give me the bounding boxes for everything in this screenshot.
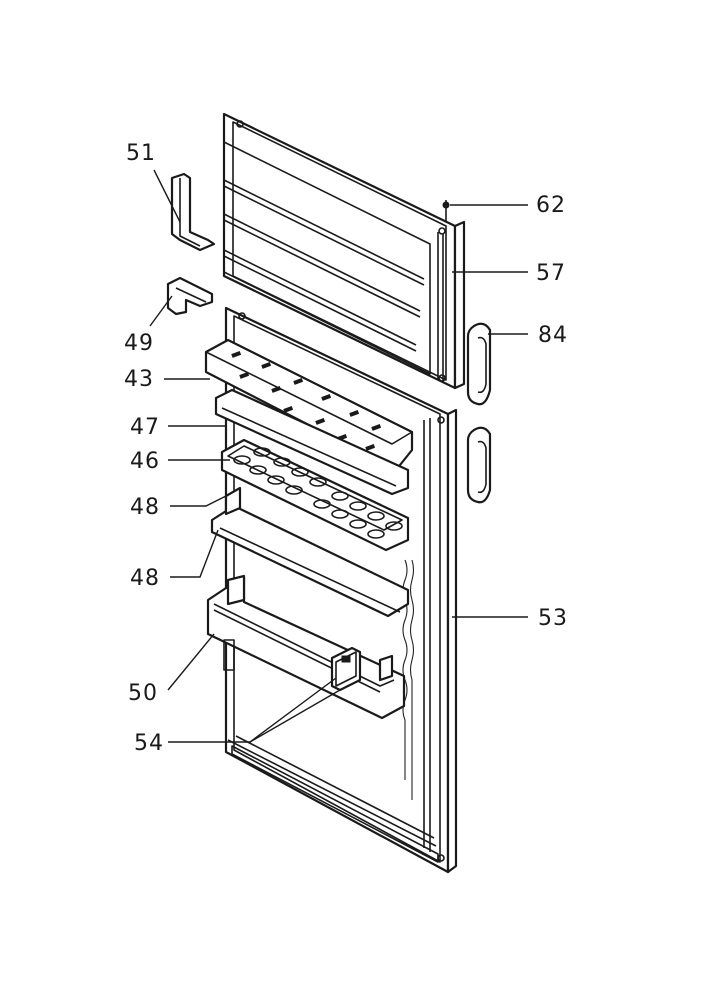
part-48-middle-shelf	[210, 486, 410, 618]
part-49-hinge-cover	[166, 276, 214, 316]
part-51-hinge-bracket	[170, 172, 216, 252]
label-53: 53	[538, 606, 568, 631]
part-43-shelf	[204, 338, 414, 472]
part-62-screw	[442, 200, 450, 222]
label-48-lower: 48	[130, 566, 160, 591]
label-84: 84	[538, 323, 568, 348]
part-50-bottom-bin	[206, 574, 406, 720]
label-51: 51	[126, 141, 156, 166]
leader-lines	[149, 169, 528, 743]
label-46: 46	[130, 449, 160, 474]
callout-labels: 51 62 57 84 49 43 47 46 48 48 53 50 54	[124, 141, 568, 756]
freezer-door	[222, 112, 466, 390]
label-62: 62	[536, 193, 566, 218]
label-43: 43	[124, 367, 154, 392]
label-48-upper: 48	[130, 495, 160, 520]
label-49: 49	[124, 331, 154, 356]
label-50: 50	[128, 681, 158, 706]
label-54: 54	[134, 731, 164, 756]
label-57: 57	[536, 261, 566, 286]
part-46-egg-tray	[220, 438, 410, 552]
label-47: 47	[130, 415, 160, 440]
handle-lower	[466, 426, 492, 504]
part-47-upper-bin	[214, 388, 410, 496]
part-84-handle-upper	[466, 322, 492, 406]
part-54-clip	[330, 646, 394, 692]
